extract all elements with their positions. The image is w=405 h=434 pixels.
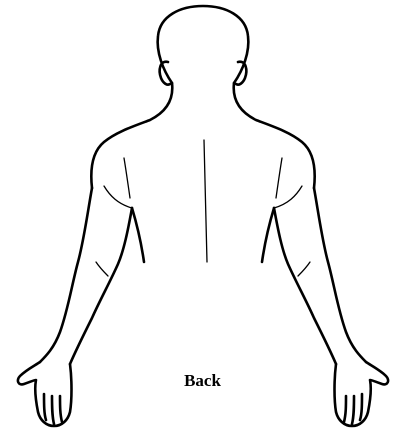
- right-scapula-line: [276, 158, 282, 198]
- left-armpit-line: [104, 186, 132, 208]
- left-elbow-line: [96, 262, 108, 276]
- right-torso-side: [262, 208, 274, 262]
- left-fingers: [44, 394, 62, 424]
- left-torso-side: [132, 208, 144, 262]
- right-armpit-line: [274, 186, 302, 208]
- left-scapula-line: [124, 158, 130, 198]
- right-arm-inner: [274, 208, 336, 364]
- spine-line: [204, 140, 207, 262]
- left-arm-inner: [70, 208, 132, 364]
- left-neck-shoulder: [91, 83, 172, 188]
- head-outline: [158, 6, 249, 83]
- right-elbow-line: [298, 262, 310, 276]
- right-fingers: [344, 394, 362, 424]
- view-label: Back: [0, 371, 405, 391]
- right-neck-shoulder: [234, 83, 315, 188]
